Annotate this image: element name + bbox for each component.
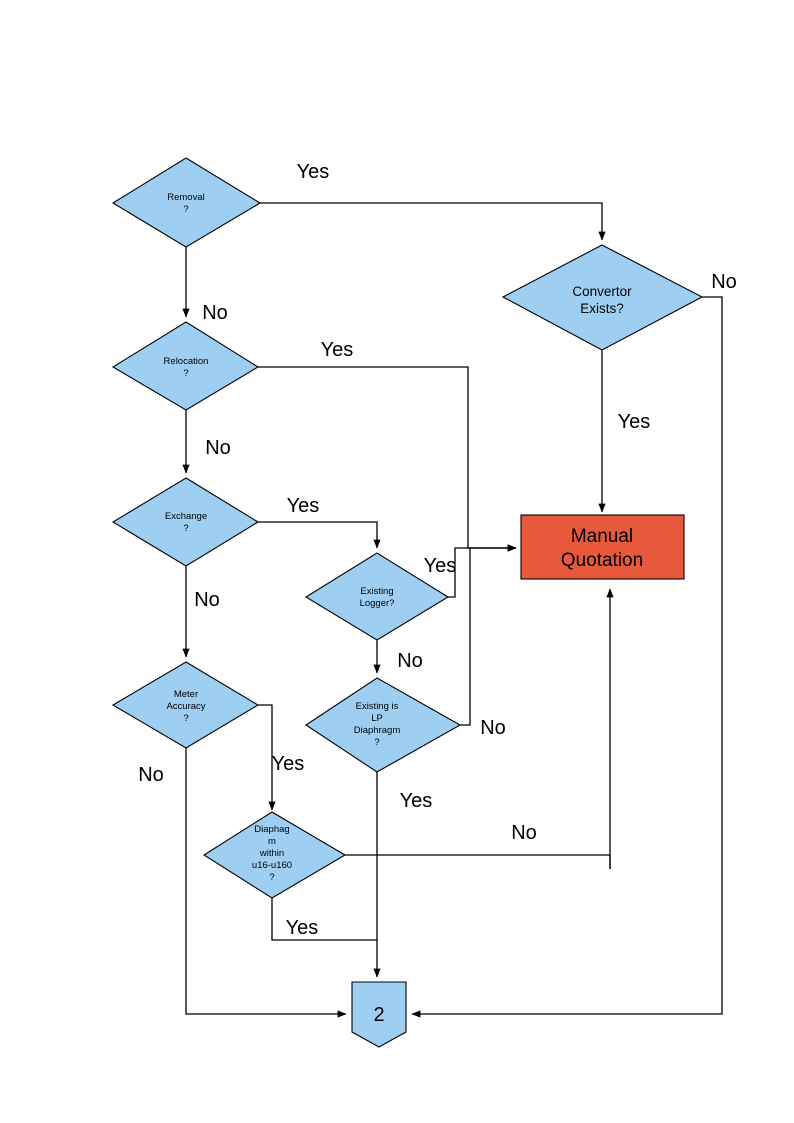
node-diaphagm-line-3: u16-u160 <box>252 860 292 871</box>
node-relocation-line-0: Relocation <box>164 356 209 367</box>
node-meter-accuracy-line-1: Accuracy <box>166 701 205 712</box>
edge-label-existing-logger-no: No <box>397 650 423 672</box>
edge-label-exchange-no: No <box>194 589 220 611</box>
node-existing-lp-line-1: LP <box>371 713 383 724</box>
node-existing-logger[interactable]: Existing Logger? <box>304 552 450 641</box>
node-manual-quotation-line-0: Manual <box>571 526 633 547</box>
edge-meter-accuracy-yes <box>258 704 276 811</box>
node-meter-accuracy-line-0: Meter <box>174 689 198 700</box>
node-relocation[interactable]: Relocation ? <box>111 321 260 411</box>
node-removal-line-1: ? <box>183 204 188 215</box>
edge-removal-yes <box>260 202 606 241</box>
edge-label-existing-lp-yes: Yes <box>400 790 433 812</box>
node-existing-logger-line-1: Logger? <box>360 598 395 609</box>
node-manual-quotation-line-1: Quotation <box>561 550 643 571</box>
node-convertor-line-0: Convertor <box>572 284 632 299</box>
node-diaphagm-line-1: m <box>268 836 276 847</box>
edge-exchange-yes <box>258 521 381 549</box>
edge-label-exchange-yes: Yes <box>287 495 320 517</box>
node-diaphagm-line-4: ? <box>269 872 274 883</box>
edge-label-existing-lp-no: No <box>480 717 506 739</box>
node-existing-lp-line-2: Diaphragm <box>354 725 401 736</box>
node-manual-quotation[interactable]: Manual Quotation <box>520 514 685 580</box>
edge-label-meter-accuracy-no: No <box>138 764 164 786</box>
edge-label-relocation-yes: Yes <box>321 339 354 361</box>
edge-diaphagm-yes <box>271 898 377 941</box>
edge-label-meter-accuracy-yes: Yes <box>272 753 305 775</box>
edge-existing-logger-yes <box>448 544 517 598</box>
edge-label-convertor-no: No <box>711 271 737 293</box>
node-convertor-exists[interactable]: Convertor Exists? <box>501 244 704 351</box>
node-existing-logger-line-0: Existing <box>360 586 393 597</box>
edge-meter-accuracy-no <box>185 748 347 1018</box>
node-exchange-line-1: ? <box>183 523 188 534</box>
node-diaphagm-range[interactable]: Diaphag m within u16-u160 ? <box>202 811 347 899</box>
edge-label-relocation-no: No <box>205 437 231 459</box>
edge-label-existing-logger-yes: Yes <box>424 555 457 577</box>
edge-label-diaphagm-yes: Yes <box>286 917 319 939</box>
node-removal[interactable]: Removal ? <box>111 157 262 248</box>
node-connector-2[interactable]: 2 <box>351 981 407 1048</box>
edge-existing-lp-no <box>460 544 517 726</box>
edge-label-convertor-yes: Yes <box>618 411 651 433</box>
node-exchange-line-0: Exchange <box>165 511 207 522</box>
node-exchange[interactable]: Exchange ? <box>111 477 260 567</box>
node-relocation-line-1: ? <box>183 368 188 379</box>
node-convertor-line-1: Exists? <box>580 301 624 316</box>
node-existing-lp-line-3: ? <box>374 737 379 748</box>
node-meter-accuracy-line-2: ? <box>183 713 188 724</box>
node-connector-2-label: 2 <box>373 1004 384 1026</box>
node-existing-lp-line-0: Existing is <box>356 701 399 712</box>
edge-relocation-yes <box>258 366 517 552</box>
edge-label-removal-yes: Yes <box>297 161 330 183</box>
edge-diaphagm-no <box>345 854 611 869</box>
node-meter-accuracy[interactable]: Meter Accuracy ? <box>111 661 260 749</box>
node-existing-lp-diaphragm[interactable]: Existing is LP Diaphragm ? <box>305 677 462 773</box>
node-diaphagm-line-2: within <box>259 848 284 859</box>
node-removal-line-0: Removal <box>167 192 205 203</box>
edge-convertor-no <box>411 296 723 1018</box>
edge-label-removal-no: No <box>202 302 228 324</box>
edge-label-lower-no: No <box>511 822 537 844</box>
node-diaphagm-line-0: Diaphag <box>254 824 289 835</box>
